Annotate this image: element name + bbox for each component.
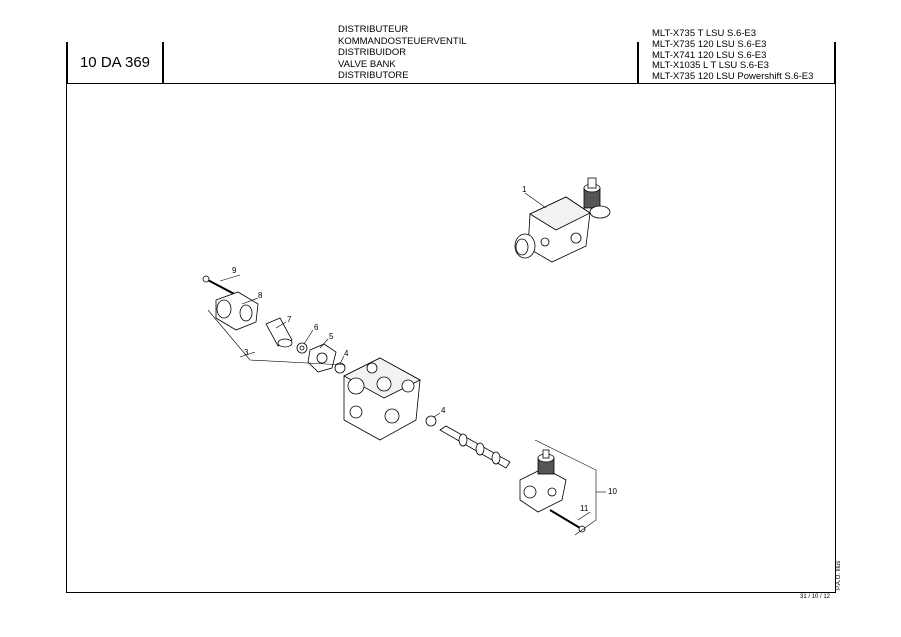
callout-label: 9 [232,266,237,275]
valve-section-illustration [514,177,611,263]
title-it: DISTRIBUTORE [338,70,409,81]
callout-label: 3 [244,348,249,357]
end-cover-illustration [215,291,259,331]
model-item: MLT-X1035 L T LSU S.6-E3 [652,60,769,72]
leader-line [239,351,256,358]
sleeve-illustration [265,317,293,348]
callout-label: 10 [608,487,617,496]
callout-label: 11 [580,504,589,513]
leader-line [241,297,259,305]
title-block: DISTRIBUTEUR KOMMANDOSTEUERVENTIL DISTRI… [338,24,467,82]
leader-line [303,329,314,345]
actuator-illustration [519,449,567,513]
callout-label: 1 [522,185,527,194]
leader-line [577,511,591,521]
callout-label: 4 [344,349,349,358]
long-bolt-illustration [549,509,586,533]
leader-line [433,412,441,418]
drawing-code-box: 10 DA 369 [66,42,164,83]
bracket-10 [534,439,597,536]
callout-label: 4 [441,406,446,415]
o-ring-illustration [334,362,346,374]
leader-line [319,338,329,349]
illustration-credit: P.A.O. Illus [836,560,842,590]
callout-label: 6 [314,323,319,332]
bracket-3 [207,309,346,366]
model-item: MLT-X741 120 LSU S.6-E3 [652,49,767,61]
title-fr: DISTRIBUTEUR [338,24,409,35]
callout-label: 7 [287,315,292,324]
leader-line [275,321,287,329]
spool-illustration [439,425,511,469]
model-item: MLT-X735 T LSU S.6-E3 [652,28,757,39]
drawing-code: 10 DA 369 [79,54,151,71]
drawing-frame [66,83,836,593]
leader-line [219,274,241,282]
title-en: VALVE BANK [338,58,396,70]
title-es: DISTRIBUIDOR [338,47,407,58]
leader-line [524,192,547,209]
model-item: MLT-X735 120 LSU Powershift S.6-E3 [652,71,814,83]
model-list: MLT-X735 T LSU S.6-E3 MLT-X735 120 LSU S… [652,28,814,83]
page-number: 31 / 10 / 12 [800,594,831,600]
o-ring-illustration [425,415,437,427]
plate-illustration [307,343,337,373]
model-item: MLT-X735 120 LSU S.6-E3 [652,38,767,50]
valve-body-illustration [343,357,421,441]
models-box [637,42,836,83]
leader-line [339,355,345,365]
callout-label: 8 [258,291,263,300]
callout-label: 5 [329,332,334,341]
title-de: KOMMANDOSTEUERVENTIL [338,35,467,47]
